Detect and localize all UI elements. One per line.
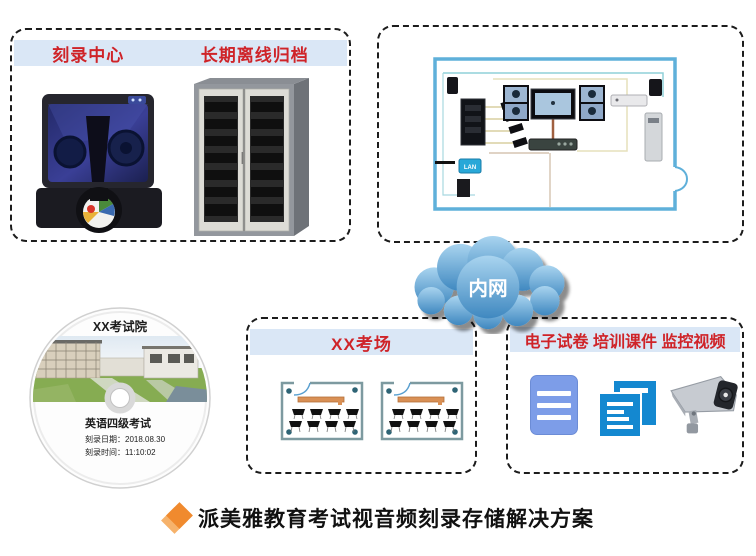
lan-device: LAN <box>458 158 482 174</box>
lan-label: LAN <box>464 165 476 171</box>
doc-line <box>537 390 571 396</box>
disc-time-label: 刻录时间：11:10:02 <box>85 447 156 457</box>
burn-header-bar: 刻录中心 长期离线归档 <box>14 40 347 66</box>
doc-line <box>607 425 633 429</box>
doc-line <box>607 402 633 406</box>
intranet-label: 内网 <box>468 277 507 300</box>
doc-line <box>620 388 648 393</box>
doc-line <box>607 417 629 421</box>
burn-center-label: 刻录中心 <box>52 45 125 65</box>
classroom-plan-1 <box>280 379 364 443</box>
panel-exam-room: XX考场 <box>246 317 477 474</box>
disc-org-label: XX考试院 <box>93 319 148 334</box>
intranet-cloud: 内网 <box>414 236 565 330</box>
exam-room-label: XX考场 <box>331 334 392 354</box>
disc-publisher-illustration <box>36 94 162 233</box>
doc-front-sheet <box>600 392 642 436</box>
archive-cabinet-illustration <box>194 78 309 236</box>
e-test-paper-icon <box>530 375 578 435</box>
burned-disc-illustration: XX考试院 英语四级考试 刻录日期：2018.08.30 刻录时间：11:10:… <box>29 307 211 489</box>
doc-line <box>537 402 571 408</box>
solution-title: 派美雅教育考试视音频刻录存储解决方案 <box>198 508 594 531</box>
disc-date-label: 刻录日期：2018.08.30 <box>85 434 166 444</box>
surveillance-camera-icon <box>670 376 738 434</box>
classroom-plan-2 <box>380 379 464 443</box>
doc-line <box>537 414 571 420</box>
panel-control-room: LAN <box>377 25 744 243</box>
offline-archive-label: 长期离线归档 <box>200 45 309 65</box>
training-courseware-icon <box>600 381 658 437</box>
disc-title-label: 英语四级考试 <box>84 416 151 430</box>
content-types-label: 电子试卷 培训课件 监控视频 <box>524 333 726 351</box>
panel-content-types: 电子试卷 培训课件 监控视频 <box>506 317 744 474</box>
footer-title-row: 派美雅教育考试视音频刻录存储解决方案 <box>0 498 756 538</box>
diamond-bullet-icon <box>161 502 194 534</box>
content-types-header-bar: 电子试卷 培训课件 监控视频 <box>510 327 740 352</box>
control-room-illustration: LAN <box>433 57 688 211</box>
panel-burn-center: 刻录中心 长期离线归档 <box>10 28 351 242</box>
doc-line <box>607 410 624 414</box>
exam-room-header-bar: XX考场 <box>250 329 473 355</box>
